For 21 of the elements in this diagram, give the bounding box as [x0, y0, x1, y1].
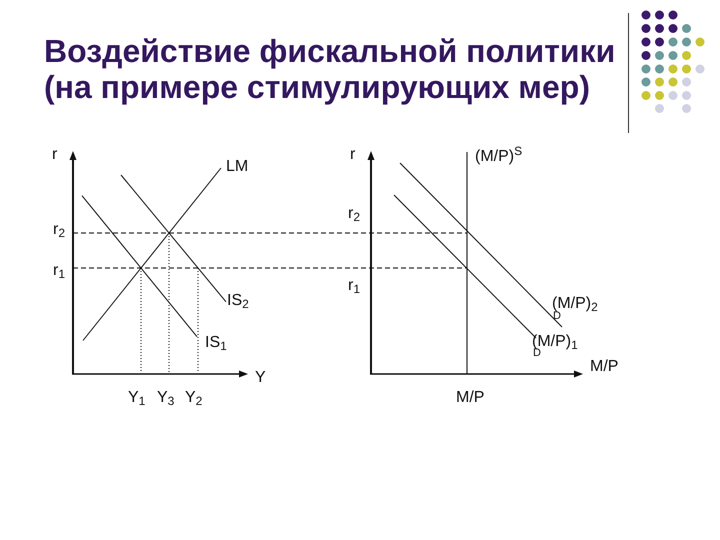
slide-title: Воздействие фискальной политики (на примере стимулирующих мер): [44, 33, 616, 105]
rate-label: r$_{2}$: [348, 206, 360, 222]
curve-subscript-label: D: [553, 311, 561, 322]
rate-label: r$_{1}$: [348, 278, 360, 294]
curve-label: (M/P)$^{S}$: [475, 149, 522, 165]
curve-subscript-label: D: [533, 348, 541, 359]
curve-label: LM: [226, 159, 248, 175]
output-label: Y$_{3}$: [157, 390, 174, 406]
axis-label: Y: [255, 370, 266, 386]
axis-label: r: [52, 147, 58, 163]
curve-label: (M/P)$_{1}$: [532, 334, 578, 350]
axis-label: r: [350, 147, 356, 163]
curve-label: IS$_{1}$: [205, 335, 227, 351]
rate-label: r$_{1}$: [53, 263, 66, 279]
curve-label: (M/P)$_{2}$: [552, 296, 598, 312]
output-label: Y$_{1}$: [128, 390, 146, 406]
rate-label: r$_{2}$: [53, 222, 66, 238]
axis-label: M/P: [456, 390, 484, 406]
curve-label: IS$_{2}$: [227, 293, 249, 309]
axis-label: M/P: [590, 359, 618, 375]
output-label: Y$_{2}$: [185, 390, 202, 406]
